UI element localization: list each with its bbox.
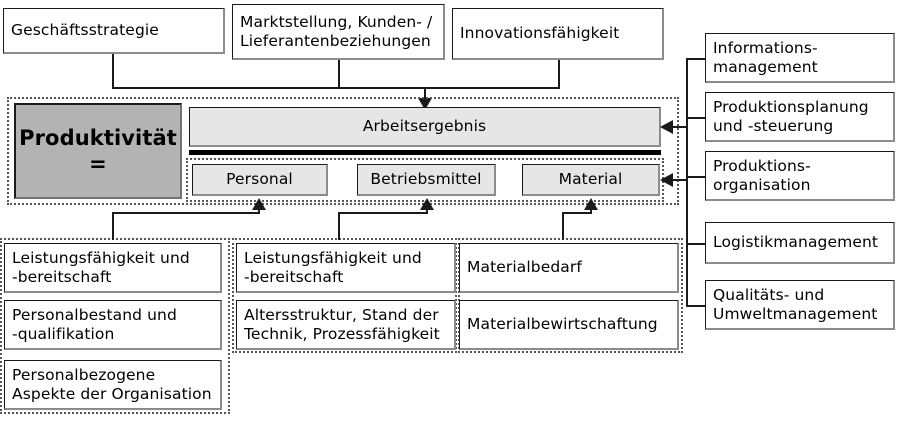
connector-stub-qualitaetsmanagement <box>686 305 706 307</box>
betriebsmittel-label: Betriebsmittel <box>370 170 482 189</box>
right-box-qualitaetsmanagement-label: Qualitäts- und Umweltmanagement <box>713 286 878 323</box>
arrow-up-to-material <box>584 198 598 210</box>
connector-top-to-arbeitsergebnis <box>424 87 426 104</box>
produktivitaet-box: Produktivität = <box>14 103 182 199</box>
arrow-up-to-betriebsmittel <box>420 198 434 210</box>
material-group-frame <box>455 238 683 353</box>
bottom-box-altersstruktur: Altersstruktur, Stand der Technik, Proze… <box>236 300 456 350</box>
bottom-box-personalbezogene-label: Personalbezogene Aspekte der Organisatio… <box>12 366 212 403</box>
connector-right-to-arbeitsergebnis <box>673 126 687 128</box>
material-label: Material <box>558 170 623 189</box>
bottom-box-materialbewirtschaftung-label: Materialbewirtschaftung <box>467 315 658 334</box>
material-box: Material <box>522 164 660 196</box>
connector-personal-up <box>258 209 260 214</box>
formula-frame <box>7 97 679 205</box>
bottom-box-materialbewirtschaftung: Materialbewirtschaftung <box>459 300 679 350</box>
arbeitsergebnis-label: Arbeitsergebnis <box>362 117 487 136</box>
connector-material-elbow <box>562 212 592 214</box>
connector-stub-logistikmanagement <box>686 243 706 245</box>
top-box-marktstellung-label: Marktstellung, Kunden- / Lieferantenbezi… <box>240 13 433 50</box>
personal-group-frame <box>0 238 230 414</box>
connector-betriebsmittel-up <box>426 209 428 214</box>
arrow-up-to-personal <box>252 198 266 210</box>
betriebsmittel-box: Betriebsmittel <box>357 164 496 196</box>
connector-right-trunk <box>686 58 688 307</box>
right-box-produktionsplanung-label: Produktionsplanung und -steuerung <box>713 98 869 135</box>
top-box-innovationsfaehigkeit: Innovationsfähigkeit <box>452 8 664 60</box>
top-box-geschaeftsstrategie-label: Geschäftsstrategie <box>11 21 159 40</box>
bottom-box-personal-leistung-label: Leistungsfähigkeit und -bereitschaft <box>12 249 190 286</box>
produktivitaet-equals: = <box>89 152 107 176</box>
connector-personal-riser <box>112 212 114 240</box>
right-box-produktionsplanung: Produktionsplanung und -steuerung <box>705 92 895 142</box>
right-box-qualitaetsmanagement: Qualitäts- und Umweltmanagement <box>705 280 895 330</box>
top-box-geschaeftsstrategie: Geschäftsstrategie <box>3 8 225 54</box>
bottom-box-materialbedarf-label: Materialbedarf <box>467 258 582 277</box>
connector-right-to-material <box>673 179 687 181</box>
right-box-logistikmanagement-label: Logistikmanagement <box>713 233 879 252</box>
personal-box: Personal <box>192 164 328 196</box>
top-box-innovationsfaehigkeit-label: Innovationsfähigkeit <box>460 24 620 43</box>
connector-material-up <box>590 209 592 214</box>
connector-betriebsmittel-riser <box>338 212 340 240</box>
bottom-box-betriebsmittel-leistung-label: Leistungsfähigkeit und -bereitschaft <box>244 249 422 286</box>
bottom-box-personalbestand-label: Personalbestand und -qualifikation <box>12 306 177 343</box>
right-box-produktionsorganisation-label: Produktions- organisation <box>713 157 811 194</box>
bottom-box-personalbestand: Personalbestand und -qualifikation <box>4 300 222 350</box>
connector-top-rail <box>112 87 560 89</box>
connector-personal-elbow <box>112 212 260 214</box>
connector-geschaeftsstrategie-drop <box>112 54 114 89</box>
personal-label: Personal <box>226 170 293 189</box>
connector-innovation-drop <box>558 60 560 89</box>
right-box-informationsmanagement: Informations- management <box>705 33 895 83</box>
bottom-box-betriebsmittel-leistung: Leistungsfähigkeit und -bereitschaft <box>236 243 456 293</box>
connector-material-riser <box>562 212 564 240</box>
connector-stub-produktionsplanung <box>686 117 706 119</box>
bottom-box-altersstruktur-label: Altersstruktur, Stand der Technik, Proze… <box>244 306 440 343</box>
connector-marktstellung-drop <box>338 60 340 89</box>
produktivitaet-label: Produktivität <box>19 125 177 150</box>
fraction-bar <box>189 150 661 155</box>
right-box-produktionsorganisation: Produktions- organisation <box>705 151 895 201</box>
bottom-box-materialbedarf: Materialbedarf <box>459 243 679 293</box>
connector-betriebsmittel-elbow <box>338 212 428 214</box>
connector-stub-produktionsorganisation <box>686 176 706 178</box>
arrow-left-to-arbeitsergebnis <box>660 120 673 134</box>
right-box-informationsmanagement-label: Informations- management <box>713 39 818 76</box>
bottom-box-personalbezogene: Personalbezogene Aspekte der Organisatio… <box>4 360 222 410</box>
top-box-marktstellung: Marktstellung, Kunden- / Lieferantenbezi… <box>232 4 445 60</box>
arbeitsergebnis-box: Arbeitsergebnis <box>189 107 661 147</box>
betriebsmittel-group-frame <box>232 238 460 353</box>
connector-stub-informationsmanagement <box>686 58 706 60</box>
arrow-left-to-material <box>660 173 673 187</box>
bottom-box-personal-leistung: Leistungsfähigkeit und -bereitschaft <box>4 243 222 293</box>
right-box-logistikmanagement: Logistikmanagement <box>705 222 895 264</box>
